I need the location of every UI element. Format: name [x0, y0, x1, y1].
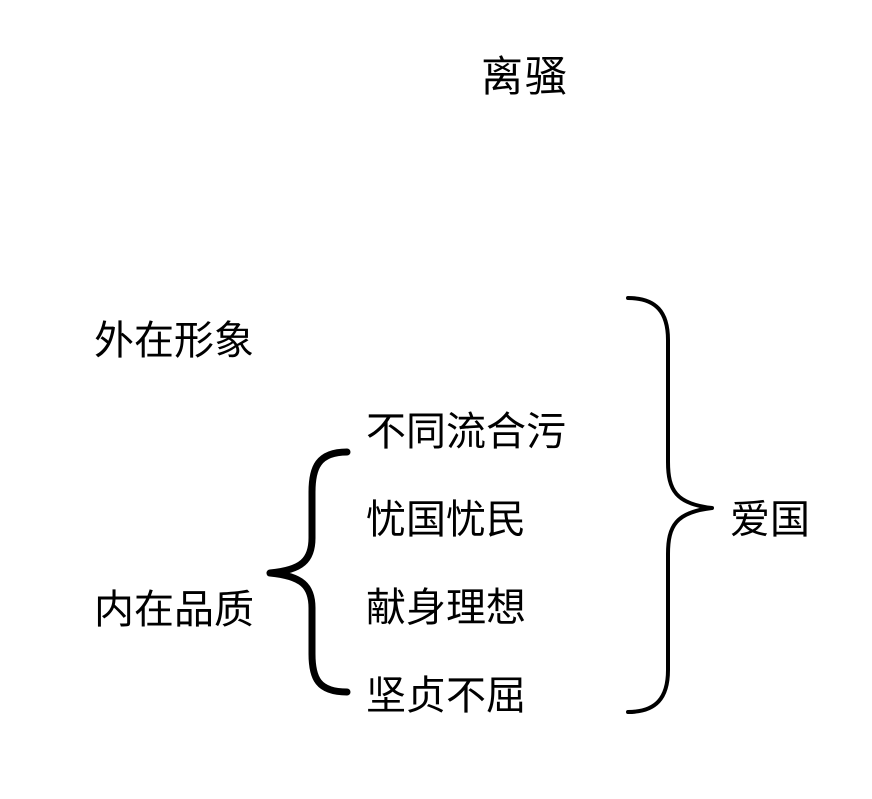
quality-item: 忧国忧民	[366, 497, 526, 543]
right-brace	[626, 296, 714, 714]
inner-quality-label: 内在品质	[94, 587, 254, 633]
quality-item: 坚贞不屈	[366, 673, 526, 719]
diagram-title: 离骚	[481, 52, 570, 101]
outer-image-label: 外在形象	[94, 318, 254, 364]
left-brace	[266, 448, 351, 696]
quality-item: 不同流合污	[366, 409, 566, 455]
quality-item: 献身理想	[366, 585, 526, 631]
conclusion-label: 爱国	[730, 497, 810, 543]
